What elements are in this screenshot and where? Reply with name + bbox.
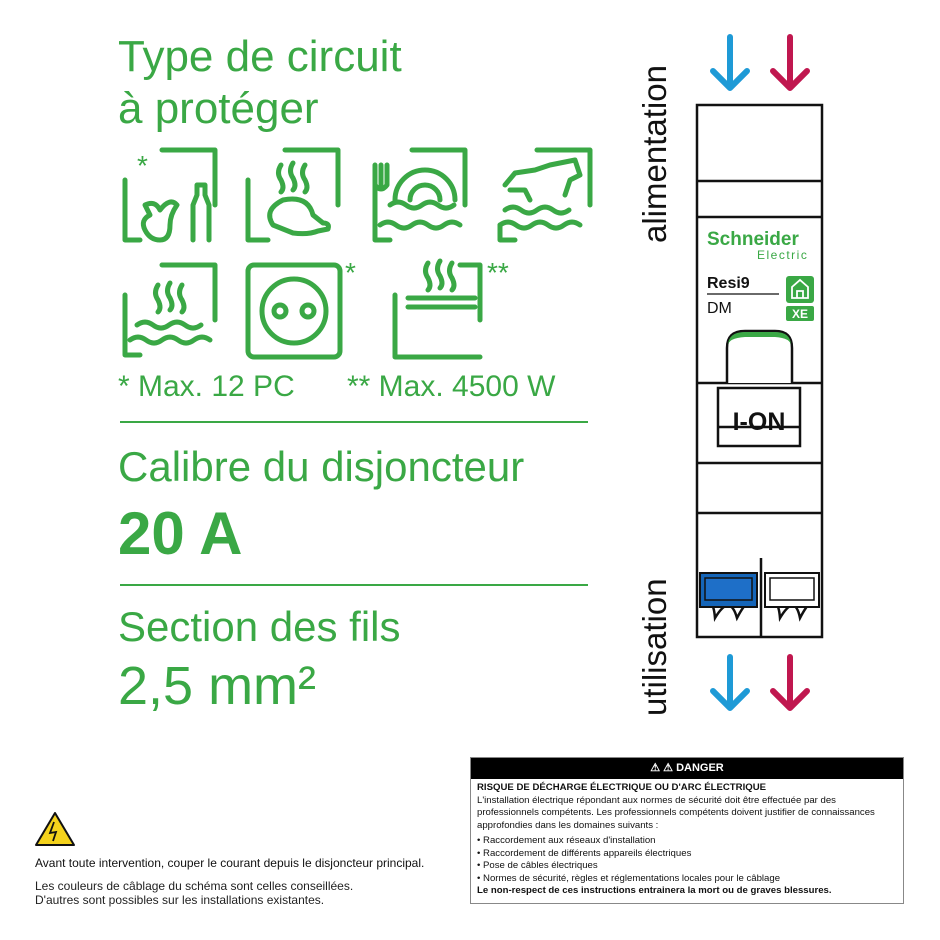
output-arrows (710, 654, 810, 711)
red-arrow-down-icon (770, 34, 810, 91)
dishwasher-icon (372, 147, 468, 243)
water-heater-icon (122, 262, 218, 358)
blue-arrow-down-icon (710, 34, 750, 91)
oven-icon (245, 147, 341, 243)
divider (120, 584, 588, 586)
blue-arrow-down-icon (710, 654, 750, 711)
danger-item: • Raccordement de différents appareils é… (477, 847, 692, 859)
section-label: Section des fils (118, 603, 401, 650)
xe-badge: XE (792, 307, 808, 321)
model-type: DM (707, 300, 732, 317)
title-line2: à protéger (118, 84, 319, 133)
danger-footer: Le non-respect de ces instructions entra… (477, 885, 832, 896)
danger-title: RISQUE DE DÉCHARGE ÉLECTRIQUE OU D'ARC É… (477, 782, 767, 793)
model-name: Resi9 (707, 275, 750, 292)
svg-text:**: ** (487, 257, 509, 288)
output-label: utilisation (636, 578, 673, 716)
circuit-icons: * * (122, 147, 593, 360)
warning-line2: Les couleurs de câblage du schéma sont c… (35, 879, 354, 893)
note-max-pc: * Max. 12 PC (118, 370, 295, 403)
washing-machine-icon (497, 147, 593, 243)
title-line1: Type de circuit (118, 32, 402, 81)
note-max-power: ** Max. 4500 W (347, 370, 556, 403)
section-value: 2,5 mm² (118, 656, 317, 716)
brand-subname: Electric (757, 248, 808, 262)
danger-item: • Raccordement aux réseaux d'installatio… (477, 835, 656, 846)
warning-line3: D'autres sont possibles sur les installa… (35, 893, 325, 907)
fridge-icon: * (122, 147, 218, 243)
brand-name: Schneider (707, 229, 799, 250)
calibre-value: 20 A (118, 500, 243, 567)
switch-label: I-ON (733, 408, 786, 436)
warning-line1: Avant toute intervention, couper le cour… (35, 856, 425, 870)
supply-label: alimentation (636, 65, 673, 243)
danger-intro: L'installation électrique répondant aux … (477, 794, 875, 831)
circuit-breaker: Schneider Electric Resi9 DM XE I-ON (695, 103, 824, 639)
socket-icon: * (245, 257, 356, 360)
electric-hazard-icon (35, 812, 75, 846)
danger-notice: ⚠ ⚠ DANGER RISQUE DE DÉCHARGE ÉLECTRIQUE… (470, 757, 904, 904)
danger-item: • Pose de câbles électriques (477, 860, 598, 871)
danger-header: ⚠ ⚠ DANGER (471, 758, 903, 779)
supply-arrows (710, 34, 810, 91)
svg-text:*: * (137, 150, 148, 181)
home-icon (786, 276, 814, 303)
cooktop-icon: ** (392, 257, 509, 360)
divider (120, 421, 588, 423)
svg-text:*: * (345, 257, 356, 288)
red-arrow-down-icon (770, 654, 810, 711)
calibre-label: Calibre du disjoncteur (118, 443, 525, 490)
danger-item: • Normes de sécurité, règles et réglemen… (477, 872, 781, 884)
